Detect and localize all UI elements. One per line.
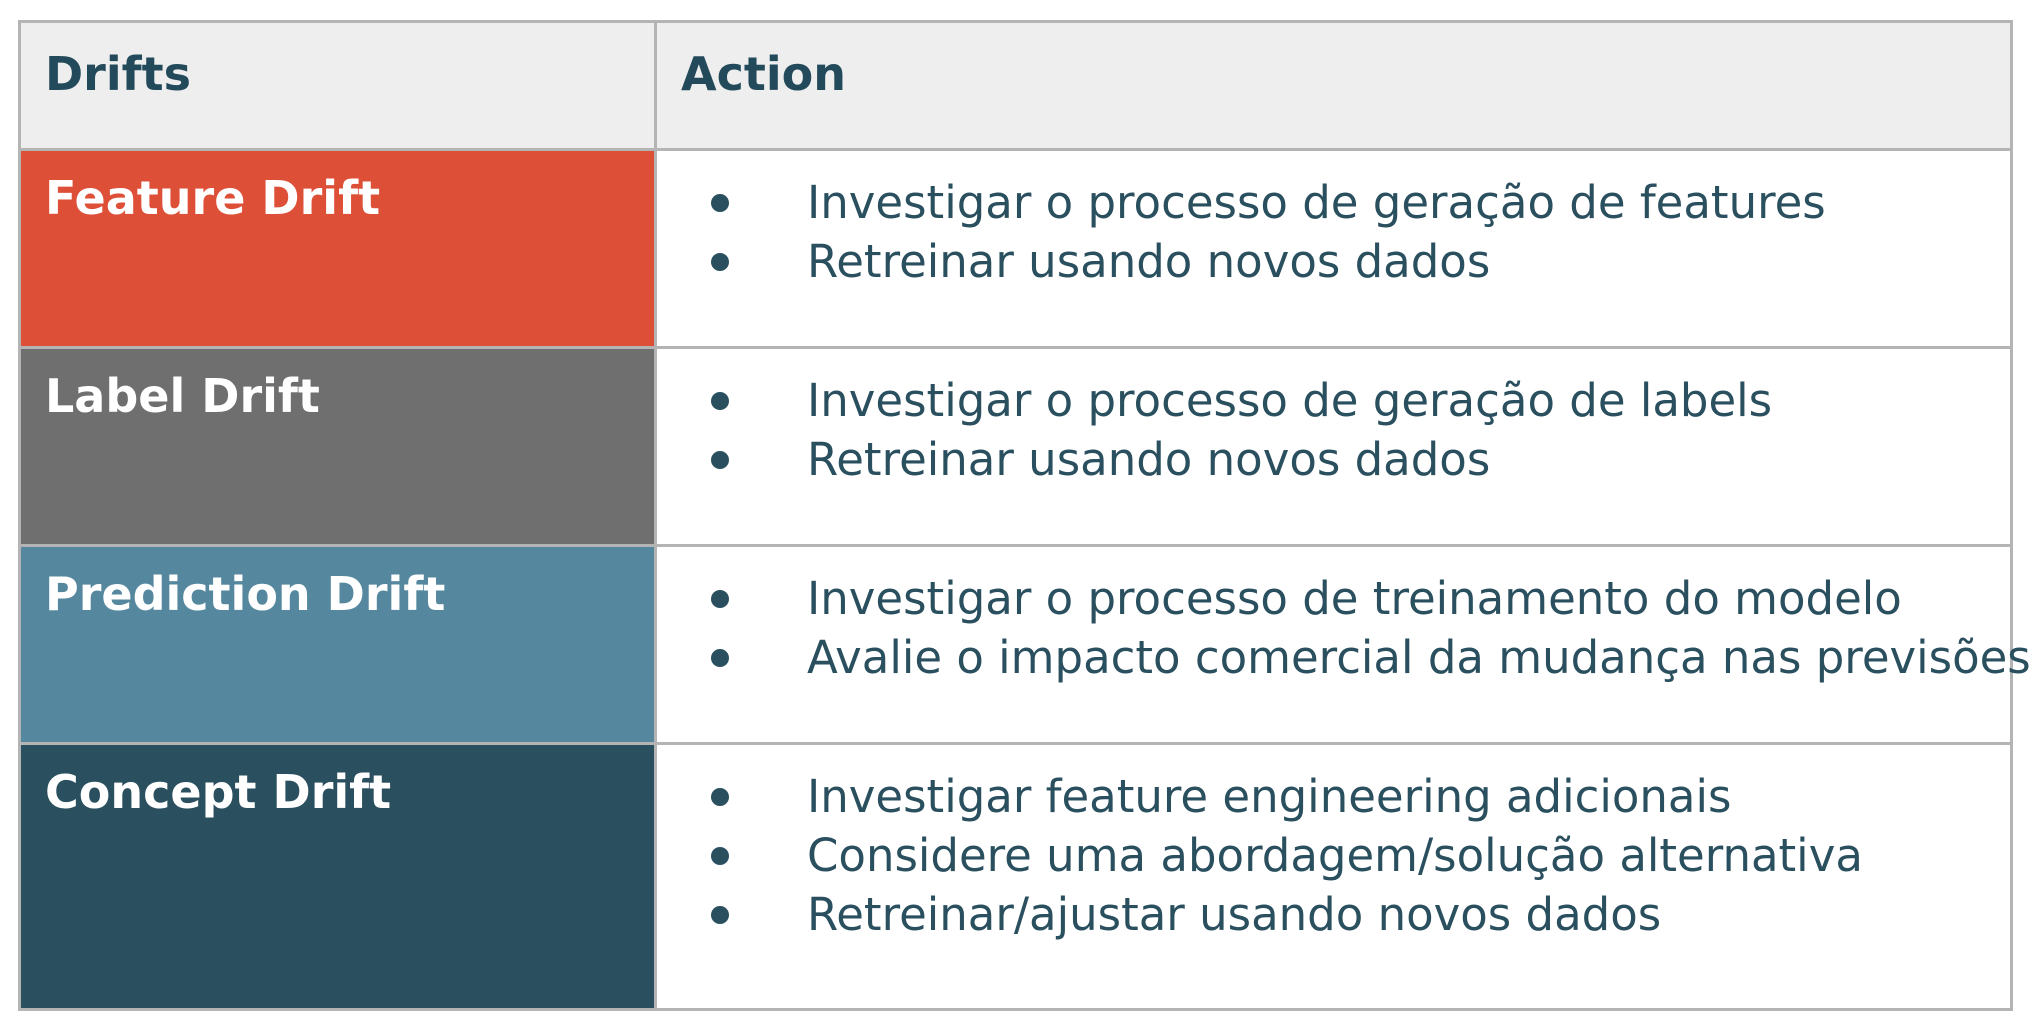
list-item: Considere uma abordagem/solução alternat… (657, 826, 2010, 885)
table-row-concept-drift: Concept Drift Investigar feature enginee… (18, 742, 2013, 1011)
action-list: Investigar o processo de geração de feat… (657, 173, 2010, 291)
action-text: Considere uma abordagem/solução alternat… (807, 829, 1863, 882)
list-item: Retreinar usando novos dados (657, 430, 2010, 489)
list-item: Investigar feature engineering adicionai… (657, 767, 2010, 826)
bullet-icon (711, 392, 729, 410)
bullet-icon (711, 194, 729, 212)
bullet-icon (711, 253, 729, 271)
bullet-icon (711, 788, 729, 806)
drift-label-prediction: Prediction Drift (18, 544, 657, 745)
action-text: Investigar feature engineering adicionai… (807, 770, 1732, 823)
drift-label-label: Label Drift (18, 346, 657, 547)
action-text: Retreinar/ajustar usando novos dados (807, 888, 1662, 941)
action-cell-prediction: Investigar o processo de treinamento do … (654, 544, 2031, 745)
action-text: Investigar o processo de geração de feat… (807, 176, 1826, 229)
list-item: Investigar o processo de geração de feat… (657, 173, 2010, 232)
table-row-prediction-drift: Prediction Drift Investigar o processo d… (18, 544, 2031, 745)
bullet-icon (711, 590, 729, 608)
header-drifts: Drifts (18, 20, 657, 151)
action-text: Avalie o impacto comercial da mudança na… (807, 631, 2031, 684)
bullet-icon (711, 906, 729, 924)
table-header-row: Drifts Action (18, 20, 2013, 151)
action-text: Investigar o processo de geração de labe… (807, 374, 1773, 427)
action-cell-concept: Investigar feature engineering adicionai… (654, 742, 2013, 1011)
bullet-icon (711, 451, 729, 469)
action-cell-label: Investigar o processo de geração de labe… (654, 346, 2013, 547)
list-item: Retreinar/ajustar usando novos dados (657, 885, 2010, 944)
list-item: Investigar o processo de treinamento do … (657, 569, 2010, 628)
action-cell-feature: Investigar o processo de geração de feat… (654, 148, 2013, 349)
list-item: Retreinar usando novos dados (657, 232, 2010, 291)
drift-action-table: Drifts Action Feature Drift Investigar o… (18, 20, 2031, 1011)
table-row-feature-drift: Feature Drift Investigar o processo de g… (18, 148, 2013, 349)
list-item: Investigar o processo de geração de labe… (657, 371, 2010, 430)
action-list: Investigar o processo de treinamento do … (657, 569, 2031, 687)
list-item: Avalie o impacto comercial da mudança na… (657, 628, 2031, 687)
action-text: Retreinar usando novos dados (807, 235, 1491, 288)
action-list: Investigar o processo de geração de labe… (657, 371, 2010, 489)
table-row-label-drift: Label Drift Investigar o processo de ger… (18, 346, 2013, 547)
action-text: Retreinar usando novos dados (807, 433, 1491, 486)
drift-label-concept: Concept Drift (18, 742, 657, 1011)
bullet-icon (711, 847, 729, 865)
action-list: Investigar feature engineering adicionai… (657, 767, 2010, 944)
bullet-icon (711, 649, 729, 667)
action-text: Investigar o processo de treinamento do … (807, 572, 1902, 625)
drift-label-feature: Feature Drift (18, 148, 657, 349)
header-action: Action (654, 20, 2013, 151)
